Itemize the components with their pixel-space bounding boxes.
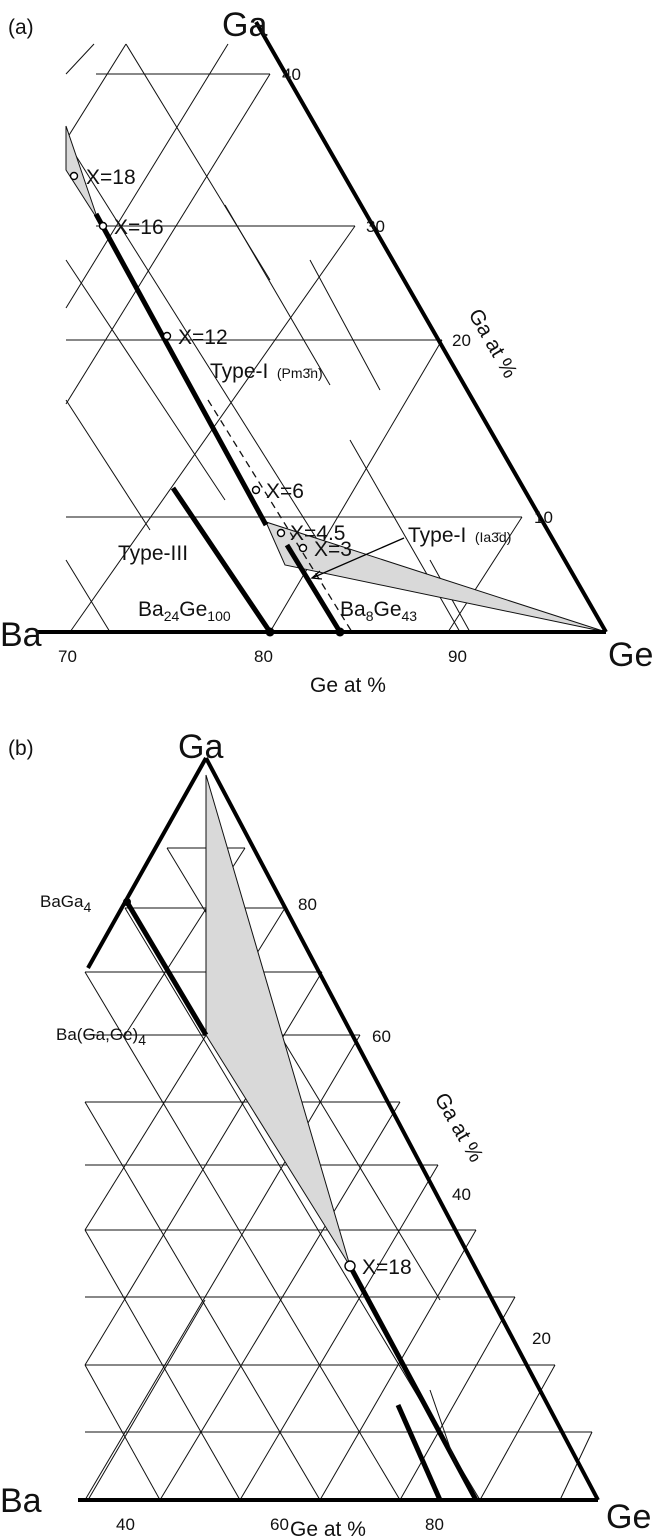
panel-a-xtick-80: 80 bbox=[254, 647, 273, 666]
b-ga-ge-edge-line bbox=[204, 757, 600, 1501]
panel-b-sidetick-40: 40 bbox=[452, 1185, 471, 1204]
panel-b-sidetick-80: 80 bbox=[298, 895, 317, 914]
ga-ge-edge-line bbox=[254, 21, 608, 633]
bagage4-tie-triangle-region bbox=[205, 774, 351, 1267]
panel-b-vertex-ga: Ga bbox=[178, 728, 223, 766]
panel-b: (b) bbox=[0, 728, 651, 1539]
x16-point bbox=[98, 221, 108, 231]
x3-point bbox=[298, 543, 308, 553]
panel-b-side-axis-label: Ga at % bbox=[430, 1089, 488, 1166]
panel-b-grid bbox=[84, 775, 593, 1501]
type3-label: Type-III bbox=[118, 542, 188, 565]
x18-label: X=18 bbox=[86, 166, 136, 189]
panel-b-phase-regions bbox=[205, 774, 351, 1267]
panel-a-x-axis-label: Ge at % bbox=[310, 674, 386, 697]
panel-b-phase-lines bbox=[124, 900, 479, 1502]
panel-b-tag: (b) bbox=[8, 737, 34, 760]
dashed-boundary-line bbox=[207, 399, 353, 633]
panel-b-points bbox=[123, 898, 356, 1272]
type1-pm3n-solid-line bbox=[93, 212, 269, 527]
panel-a-grid bbox=[65, 43, 523, 633]
panel-a-xtick-90: 90 bbox=[448, 647, 467, 666]
panel-b-xtick-60: 60 bbox=[270, 1515, 289, 1534]
type1-solid-line-b bbox=[347, 1264, 479, 1502]
panel-b-vertex-ge: Ge bbox=[606, 1498, 651, 1536]
x18-point bbox=[69, 171, 79, 181]
panel-b-sidetick-60: 60 bbox=[372, 1027, 391, 1046]
type1-ia3d-label: Type-I (Ia3̄d) bbox=[408, 524, 511, 547]
x12-label: X=12 bbox=[178, 326, 228, 349]
panel-b-xtick-40: 40 bbox=[116, 1515, 135, 1534]
panel-a-points bbox=[69, 171, 345, 637]
panel-a-vertex-ga: Ga bbox=[222, 6, 267, 44]
type1-pm3n-label: Type-I (Pm3̄n) bbox=[210, 360, 323, 383]
panel-a-side-axis-label: Ga at % bbox=[464, 305, 522, 382]
ba24ge100-label: Ba24Ge100 bbox=[138, 598, 231, 624]
panel-a-xtick-70: 70 bbox=[58, 647, 77, 666]
b-x18-point bbox=[344, 1260, 356, 1272]
baga4-point bbox=[123, 898, 131, 906]
type3-solid-line-b bbox=[395, 1403, 443, 1502]
ba8ge43-point bbox=[335, 627, 345, 637]
b-x18-label: X=18 bbox=[362, 1256, 412, 1279]
panel-a-vertex-ge: Ge bbox=[608, 636, 653, 674]
panel-b-x-axis-label: Ge at % bbox=[290, 1518, 366, 1539]
panel-a-phase-lines bbox=[93, 212, 353, 634]
panel-b-edges bbox=[78, 757, 600, 1502]
panel-b-vertex-ba: Ba bbox=[0, 1482, 42, 1520]
x45-tie-triangle-region bbox=[265, 521, 607, 633]
panel-a-sidetick-40: 40 bbox=[282, 65, 301, 84]
baga4-label: BaGa4 bbox=[40, 892, 91, 915]
panel-a-sidetick-30: 30 bbox=[366, 217, 385, 236]
bagage4-label: Ba(Ga,Ge)4 bbox=[56, 1025, 146, 1048]
x45-point bbox=[276, 528, 286, 538]
x3-label: X=3 bbox=[314, 538, 352, 561]
panel-a-phase-regions bbox=[65, 125, 607, 633]
panel-b-xtick-80: 80 bbox=[425, 1515, 444, 1534]
x45-label: X=4.5 bbox=[290, 522, 345, 545]
panel-a: (a) bbox=[0, 6, 653, 697]
panel-b-sidetick-20: 20 bbox=[532, 1329, 551, 1348]
x6-label: X=6 bbox=[266, 480, 304, 503]
panel-a-vertex-ba: Ba bbox=[0, 616, 42, 654]
baga4-solid-line bbox=[124, 900, 209, 1037]
b-thin-boundary-line bbox=[429, 1389, 457, 1466]
x12-point bbox=[162, 331, 172, 341]
x16-label: X=16 bbox=[114, 216, 164, 239]
panel-a-sidetick-10: 10 bbox=[534, 508, 553, 527]
x6-point bbox=[251, 485, 261, 495]
x18-tie-triangle-region bbox=[65, 125, 99, 221]
ba24ge100-point bbox=[265, 627, 275, 637]
b-ga-ba-edge-line bbox=[86, 757, 208, 969]
type3-solid-line bbox=[170, 486, 273, 634]
panel-a-sidetick-20: 20 bbox=[452, 331, 471, 350]
panel-a-tag: (a) bbox=[8, 16, 34, 39]
ba8ge43-label: Ba8Ge43 bbox=[340, 598, 417, 624]
panel-a-arrows bbox=[310, 537, 405, 580]
type1-ia3d-solid-line bbox=[284, 543, 343, 634]
